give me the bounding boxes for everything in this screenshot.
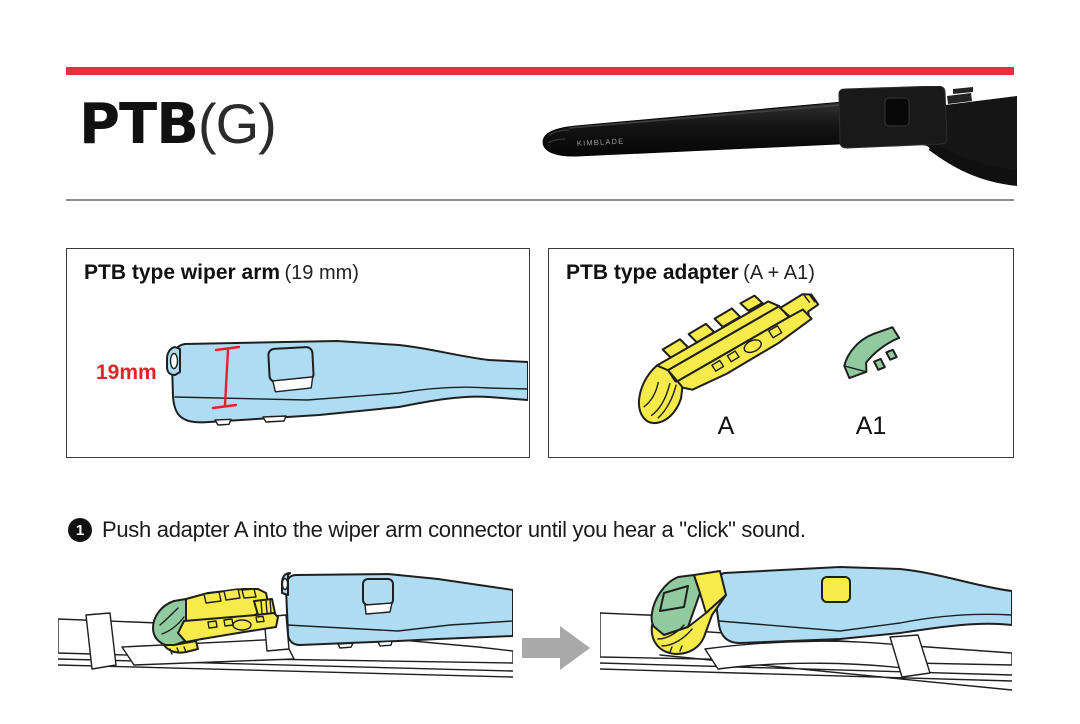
header-divider bbox=[66, 199, 1014, 201]
connector-clip bbox=[947, 87, 973, 104]
step1-before-illustration bbox=[58, 572, 513, 678]
arm-front-notch bbox=[169, 352, 179, 370]
adapter-panel-title: PTB type adapter (A + A1) bbox=[566, 261, 815, 285]
connector-hole bbox=[884, 97, 910, 127]
step1-after-illustration bbox=[600, 566, 1012, 691]
arrow-icon bbox=[522, 626, 590, 670]
blade-clamp bbox=[85, 612, 117, 670]
wiper-arm-title-bold: PTB type wiper arm bbox=[84, 261, 281, 284]
wiper-arm-panel-title: PTB type wiper arm (19 mm) bbox=[84, 261, 359, 285]
blade-body bbox=[542, 100, 884, 157]
adapter-a-illustration bbox=[637, 293, 820, 425]
page-title-model: PTB bbox=[79, 92, 199, 157]
accent-bar bbox=[66, 67, 1014, 75]
part-a-label: A bbox=[717, 412, 735, 440]
adapter-on-blade bbox=[152, 588, 279, 655]
part-a1-label: A1 bbox=[855, 412, 887, 440]
brand-text: KIMBLADE bbox=[577, 137, 625, 148]
adapter-diagram bbox=[637, 293, 901, 425]
blade-highlight bbox=[568, 103, 852, 129]
page-title: PTB(G) bbox=[79, 96, 277, 153]
wiper-arm-diagram bbox=[166, 340, 528, 426]
adapter-title-note: (A + A1) bbox=[743, 262, 815, 284]
page-title-variant: (G) bbox=[197, 92, 277, 155]
adapter-visible-through-window bbox=[821, 576, 851, 603]
arm-installed bbox=[714, 566, 1012, 644]
arm-square-hole bbox=[267, 346, 315, 393]
wiper-arm-panel: PTB type wiper arm (19 mm) bbox=[66, 248, 530, 458]
dimension-line bbox=[211, 345, 241, 410]
arm-bottom-tab-2 bbox=[262, 415, 287, 423]
arm-bracket bbox=[889, 634, 931, 678]
step-1-number-icon: 1 bbox=[68, 518, 92, 542]
blade-tip-lines bbox=[547, 129, 570, 144]
step-1-text: Push adapter A into the wiper arm connec… bbox=[102, 517, 806, 542]
arm-bottom-tab-1 bbox=[214, 418, 232, 426]
arm-crease bbox=[174, 386, 528, 401]
dimension-label: 19mm bbox=[96, 361, 157, 384]
adapter-panel: PTB type adapter (A + A1) bbox=[548, 248, 1014, 458]
adapter-title-bold: PTB type adapter bbox=[566, 261, 739, 284]
wiper-blade-photo: KIMBLADE bbox=[542, 86, 1017, 186]
adapter-a1-illustration bbox=[843, 326, 901, 380]
step-1-row: 1 Push adapter A into the wiper arm conn… bbox=[68, 517, 1028, 543]
wiper-arm-lower-hook bbox=[929, 142, 1017, 186]
arm-approaching bbox=[281, 572, 513, 649]
wiper-arm-title-note: (19 mm) bbox=[284, 262, 359, 284]
adapter-front bbox=[650, 570, 727, 655]
